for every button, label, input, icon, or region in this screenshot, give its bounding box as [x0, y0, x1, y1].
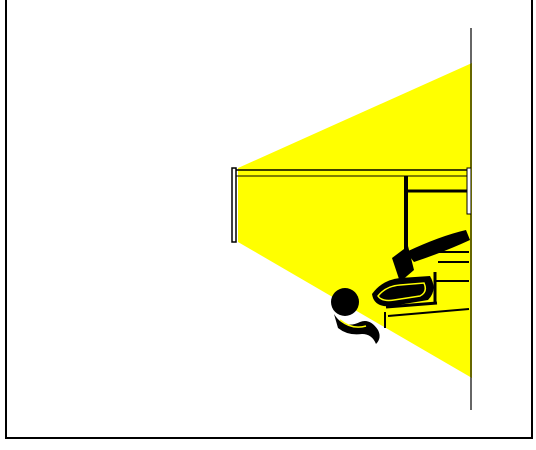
- lighting-diagram: [0, 0, 536, 450]
